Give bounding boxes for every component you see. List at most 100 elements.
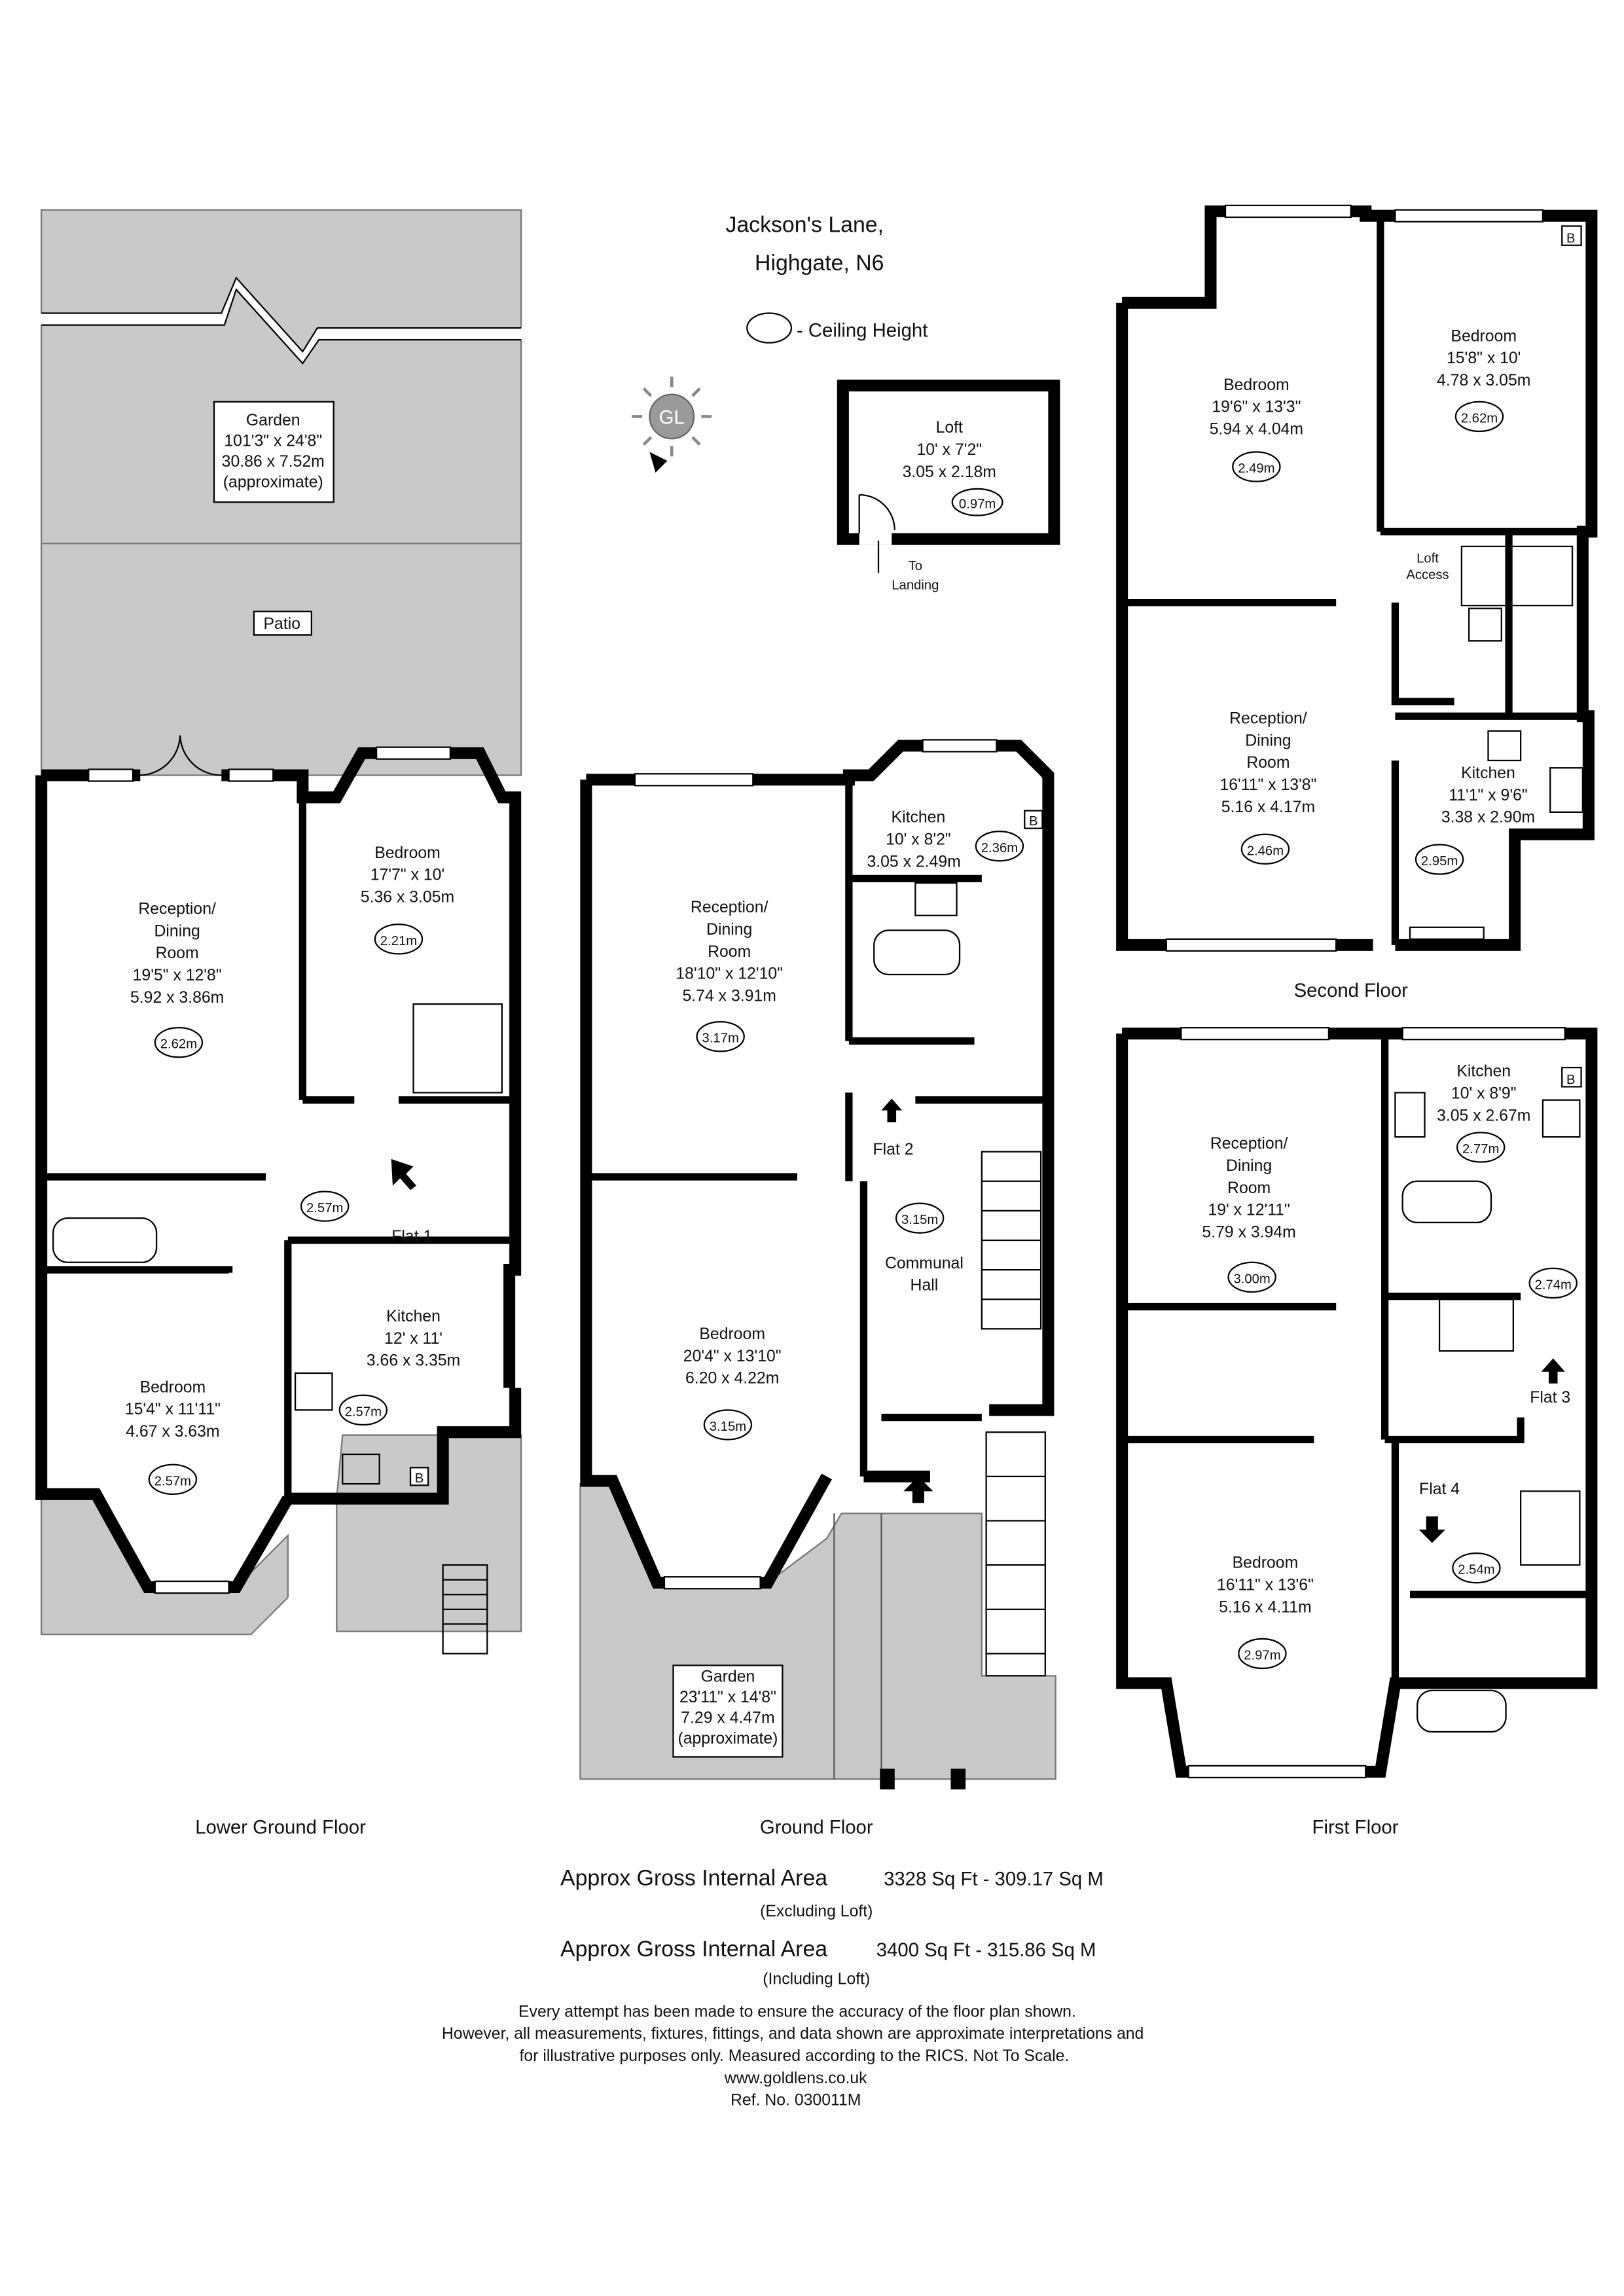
gf-floor-label: Ground Floor xyxy=(760,1817,873,1839)
ff-reception-l1: Reception/ xyxy=(1210,1135,1288,1153)
gf-reception-metric: 5.74 x 3.91m xyxy=(683,988,776,1005)
sf-loft-access-l1: Loft xyxy=(1416,552,1439,566)
lgf-reception-imperial: 19'5" x 12'8" xyxy=(133,967,222,984)
gf-reception-l1: Reception/ xyxy=(691,899,768,916)
gf-kitchen-metric: 3.05 x 2.49m xyxy=(867,853,960,870)
ff-bedroom-name: Bedroom xyxy=(1233,1554,1299,1572)
sf-floor-label: Second Floor xyxy=(1294,980,1409,1001)
gf-kitchen-imperial: 10' x 8'2" xyxy=(886,831,951,849)
ff-flat4: Flat 4 xyxy=(1419,1480,1460,1498)
lgf-garden-note: (approximate) xyxy=(223,474,323,492)
arrow-down-icon xyxy=(1418,1516,1446,1543)
area1-note: (Excluding Loft) xyxy=(760,1903,873,1920)
gf-garden-imperial: 23'11" x 14'8" xyxy=(679,1689,776,1706)
sf-loft-access-l2: Access xyxy=(1406,568,1449,583)
area2-label: Approx Gross Internal Area xyxy=(560,1937,827,1962)
lgf-kitchen-height: 2.57m xyxy=(345,1405,382,1419)
area1-label: Approx Gross Internal Area xyxy=(560,1866,827,1891)
entrance-arrow-icon xyxy=(903,1476,933,1503)
gf-kitchen-name: Kitchen xyxy=(892,809,946,827)
loft-metric: 3.05 x 2.18m xyxy=(903,463,996,481)
sf-reception-l2: Dining xyxy=(1245,732,1291,749)
title-line2: Highgate, N6 xyxy=(755,251,884,276)
sf-bedroom2-metric: 4.78 x 3.05m xyxy=(1437,372,1530,389)
sf-bedroom1-height: 2.49m xyxy=(1238,461,1274,476)
gf-bedroom-name: Bedroom xyxy=(699,1325,765,1343)
sf-bedroom2-name: Bedroom xyxy=(1451,327,1517,345)
lgf-kitchen-metric: 3.66 x 3.35m xyxy=(367,1352,460,1370)
lower-ground-floor-plan: Garden 101'3" x 24'8" 30.86 x 7.52m (app… xyxy=(35,209,526,1839)
lgf-flat1: Flat 1 xyxy=(391,1228,432,1246)
first-floor-plan: B Reception/ Dining Room 19' x 12'11" 5.… xyxy=(1116,1027,1598,1839)
ff-kitchen-name: Kitchen xyxy=(1456,1063,1511,1081)
sf-bedroom1-imperial: 19'6" x 13'3" xyxy=(1212,399,1301,416)
arrow-icon xyxy=(391,1158,417,1191)
ff-reception-metric: 5.79 x 3.94m xyxy=(1202,1223,1295,1241)
sf-kitchen-name: Kitchen xyxy=(1461,764,1515,782)
ff-bedroom-height: 2.97m xyxy=(1244,1649,1280,1663)
lgf-bedroom2-imperial: 15'4" x 11'11" xyxy=(125,1401,221,1418)
arrow-up-icon xyxy=(1541,1358,1565,1384)
lgf-reception-l3: Room xyxy=(156,944,199,962)
sf-reception-metric: 5.16 x 4.17m xyxy=(1221,798,1315,816)
gf-reception-height: 3.17m xyxy=(702,1031,738,1046)
sf-boiler: B xyxy=(1566,231,1576,245)
ground-garden-area xyxy=(579,1482,1056,1780)
ground-floor-plan: Reception/ Dining Room 18'10" x 12'10" 5… xyxy=(579,739,1056,1839)
area2-value: 3400 Sq Ft - 315.86 Sq M xyxy=(876,1939,1096,1961)
ff-flat3: Flat 3 xyxy=(1530,1389,1570,1407)
gf-hall-l2: Hall xyxy=(911,1277,939,1295)
lgf-garden-metric: 30.86 x 7.52m xyxy=(222,453,325,471)
gf-flat2: Flat 2 xyxy=(873,1141,914,1158)
gf-hall-height: 3.15m xyxy=(901,1213,938,1227)
ff-boiler: B xyxy=(1566,1073,1576,1087)
ff-flat4-height: 2.54m xyxy=(1458,1563,1494,1577)
lgf-boiler: B xyxy=(415,1471,424,1486)
gf-bedroom-metric: 6.20 x 4.22m xyxy=(685,1370,779,1388)
ff-reception-imperial: 19' x 12'11" xyxy=(1208,1202,1290,1219)
title-line1: Jackson's Lane, xyxy=(725,212,884,237)
sf-reception-height: 2.46m xyxy=(1247,844,1284,858)
lgf-reception-l1: Reception/ xyxy=(138,901,216,918)
sf-reception-l3: Room xyxy=(1246,754,1290,772)
website-link[interactable]: www.goldlens.co.uk xyxy=(724,2070,867,2087)
disclaimer-line3: for illustrative purposes only. Measured… xyxy=(520,2047,1070,2065)
sf-kitchen-height: 2.95m xyxy=(1421,854,1458,869)
gf-boiler: B xyxy=(1029,814,1038,829)
lgf-floor-label: Lower Ground Floor xyxy=(195,1817,366,1839)
compass-label: GL xyxy=(659,407,685,429)
area2-note: (Including Loft) xyxy=(763,1971,870,1988)
ff-bedroom-imperial: 16'11" x 13'6" xyxy=(1217,1577,1314,1594)
gf-reception-l2: Dining xyxy=(706,921,752,939)
gf-reception-l3: Room xyxy=(708,943,751,961)
footer: Approx Gross Internal Area 3328 Sq Ft - … xyxy=(442,1866,1144,2109)
lgf-bedroom2-metric: 4.67 x 3.63m xyxy=(126,1423,219,1441)
lgf-bedroom2-height: 2.57m xyxy=(154,1474,191,1488)
lgf-kitchen-name: Kitchen xyxy=(386,1308,441,1325)
compass-icon: GL xyxy=(632,376,712,473)
lgf-patio: Patio xyxy=(264,615,301,633)
ff-kitchen-imperial: 10' x 8'9" xyxy=(1451,1085,1517,1102)
second-floor-plan: B Bedroom 19'6" x 13'3" 5.94 x 4.04m 2.4… xyxy=(1116,204,1598,1001)
lgf-bedroom1-metric: 5.36 x 3.05m xyxy=(361,888,454,906)
gf-hall-l1: Communal xyxy=(885,1255,964,1272)
ceiling-height-legend-icon xyxy=(746,312,793,344)
arrow-up-icon xyxy=(881,1098,903,1122)
ff-reception-l2: Dining xyxy=(1226,1157,1272,1175)
area1-value: 3328 Sq Ft - 309.17 Sq M xyxy=(884,1869,1104,1890)
lgf-kitchen-imperial: 12' x 11' xyxy=(384,1330,442,1348)
lgf-reception-height: 2.62m xyxy=(160,1037,197,1052)
lgf-bedroom1-imperial: 17'7" x 10' xyxy=(370,867,444,884)
sf-kitchen-imperial: 11'1" x 9'6" xyxy=(1449,787,1527,804)
ff-bedroom-metric: 5.16 x 4.11m xyxy=(1219,1598,1312,1616)
ff-reception-height: 3.00m xyxy=(1233,1272,1270,1286)
loft-name: Loft xyxy=(936,419,963,437)
loft-imperial: 10' x 7'2" xyxy=(916,441,982,459)
sf-kitchen-metric: 3.38 x 2.90m xyxy=(1441,809,1535,827)
lgf-reception-l2: Dining xyxy=(154,922,200,940)
sf-reception-imperial: 16'11" x 13'8" xyxy=(1219,776,1316,794)
lgf-bedroom1-name: Bedroom xyxy=(374,844,441,862)
ff-kitchen-metric: 3.05 x 2.67m xyxy=(1437,1107,1530,1124)
ff-bath-height: 2.74m xyxy=(1535,1278,1572,1292)
